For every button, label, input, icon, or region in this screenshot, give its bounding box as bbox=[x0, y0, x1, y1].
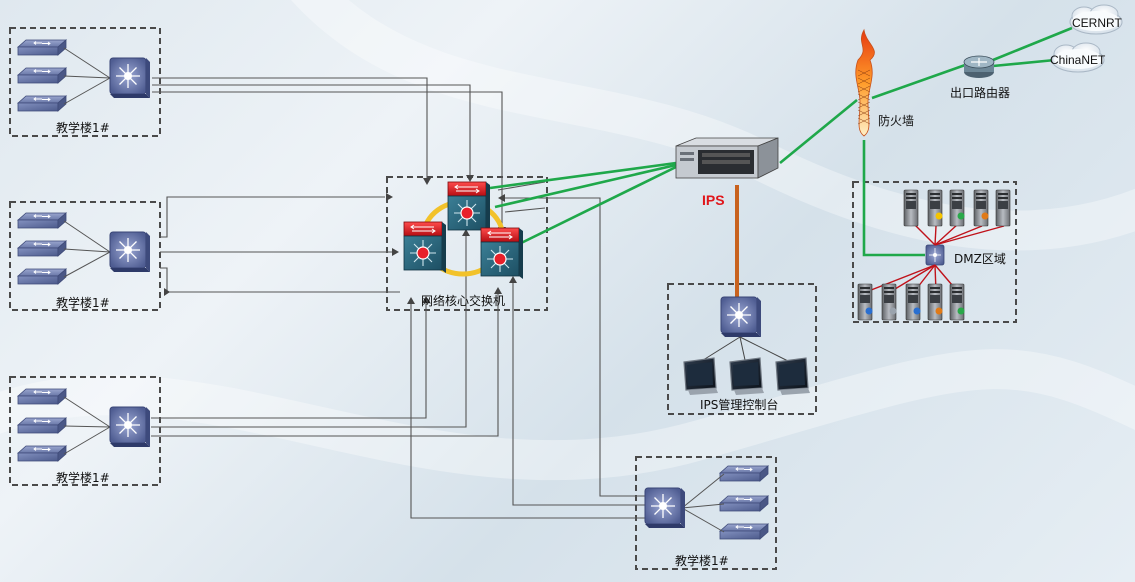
building3-label: 教学楼1# bbox=[56, 471, 110, 485]
chinanet-label: ChinaNET bbox=[1050, 53, 1106, 67]
ips-console-group bbox=[667, 283, 817, 415]
building1-label: 教学楼1# bbox=[56, 121, 110, 135]
dmz-group bbox=[852, 181, 1017, 323]
firewall-icon bbox=[855, 28, 875, 137]
core-group bbox=[386, 176, 548, 311]
core-switches bbox=[403, 181, 524, 280]
building1-hub bbox=[109, 57, 151, 99]
building3-hub bbox=[109, 406, 151, 448]
building3-switches bbox=[17, 388, 151, 462]
router-label: 出口路由器 bbox=[950, 86, 1011, 100]
building1-group bbox=[9, 27, 161, 137]
cernet-label: CERNRT bbox=[1072, 16, 1122, 30]
building4-hub bbox=[644, 487, 686, 529]
building4-switches bbox=[644, 465, 769, 540]
building4-group bbox=[635, 456, 777, 570]
building2-switches bbox=[17, 212, 151, 285]
gray-connectors bbox=[151, 77, 660, 519]
console-monitors bbox=[683, 357, 811, 396]
dmz-label: DMZ区域 bbox=[954, 252, 1006, 266]
building2-group bbox=[9, 201, 161, 311]
dmz-hub bbox=[925, 244, 945, 266]
ips-appliance bbox=[675, 137, 779, 179]
building2-label: 教学楼1# bbox=[56, 296, 110, 310]
ips-label: IPS bbox=[702, 192, 725, 208]
building4-label: 教学楼1# bbox=[675, 554, 729, 568]
firewall-label: 防火墙 bbox=[878, 114, 915, 128]
core-switch-label: 网络核心交换机 bbox=[421, 294, 506, 308]
dmz-links bbox=[865, 221, 1005, 293]
building1-switches bbox=[17, 39, 151, 112]
green-links bbox=[489, 26, 1073, 257]
console-lines bbox=[699, 336, 791, 363]
ips-console-label: IPS管理控制台 bbox=[700, 398, 779, 412]
building2-hub bbox=[109, 231, 151, 273]
ips-console-switch bbox=[720, 296, 762, 338]
router-icon bbox=[963, 55, 995, 78]
dmz-server-glyphs bbox=[865, 212, 989, 315]
building3-group bbox=[9, 376, 161, 486]
